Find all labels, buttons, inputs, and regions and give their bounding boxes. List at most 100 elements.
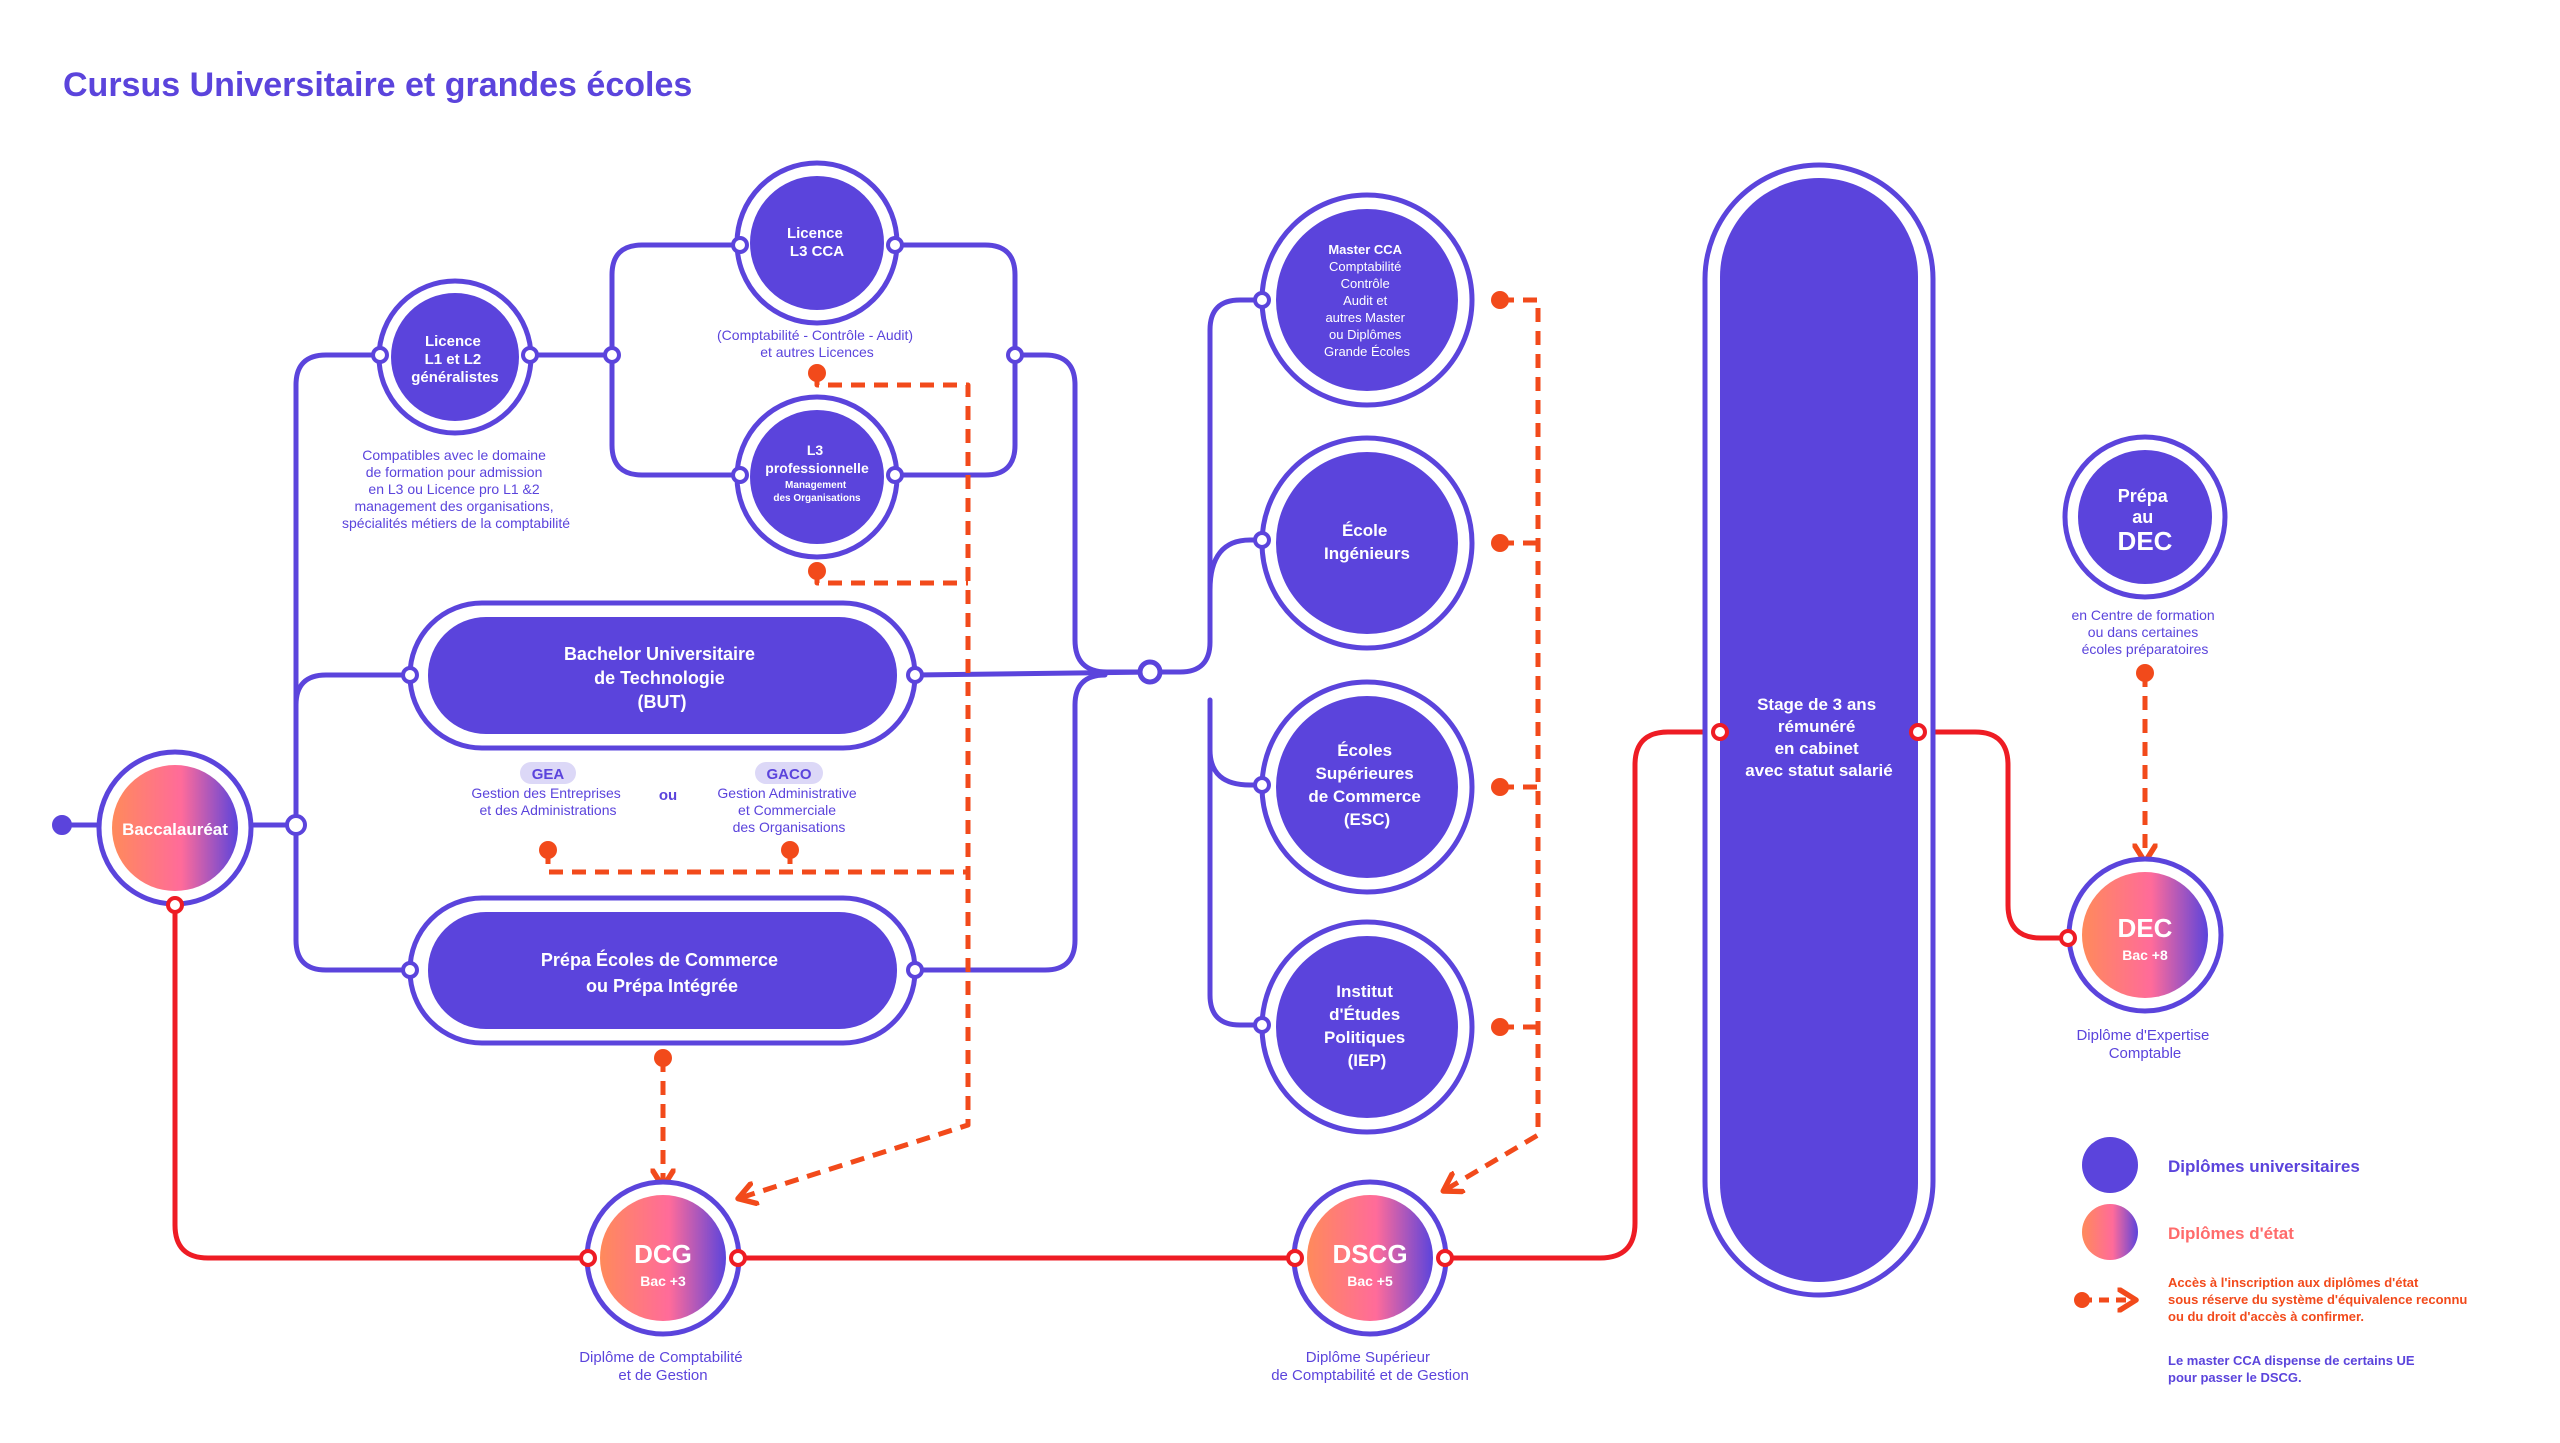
node-licence-l1-l2-line3: généralistes (411, 369, 499, 386)
caption-dec: Diplôme d'Expertise Comptable (2076, 1027, 2213, 1062)
node-master-line1: Master CCA (1328, 242, 1402, 257)
l3pro-out (892, 352, 1018, 478)
node-dec[interactable]: DEC Bac +8 (2066, 856, 2224, 1014)
node-stage-line1: Stage de 3 ans (1757, 695, 1876, 714)
node-dcg-level: Bac +3 (640, 1273, 686, 1289)
dot-prepadec (2136, 664, 2154, 682)
dot-l3pro (808, 562, 826, 580)
svg-text:Prépa au DEC: Prépa au DEC (2118, 486, 2173, 556)
licence-to-hub (1012, 352, 1153, 675)
node-master-cca[interactable]: Master CCA Comptabilité Contrôle Audit e… (1259, 192, 1475, 408)
legend-universitaires-label: Diplômes universitaires (2168, 1157, 2360, 1176)
node-bac-label: Baccalauréat (122, 820, 228, 839)
licence-lower-branch (609, 352, 743, 478)
node-esc-line4: (ESC) (1344, 810, 1390, 829)
node-dcg-name: DCG (634, 1239, 692, 1269)
node-but-line3: (BUT) (638, 692, 687, 712)
node-licence-l3-cca[interactable]: Licence L3 CCA (734, 160, 900, 326)
dot-gea (539, 841, 557, 859)
svg-text:L3 professionnelle: L3 professionnelle (765, 442, 869, 476)
node-dcg[interactable]: DCG Bac +3 (584, 1179, 742, 1337)
port-ingenieurs (1253, 531, 1271, 549)
port-dec-left (2059, 929, 2077, 947)
port-licence-left (371, 346, 389, 364)
dot-esc (1491, 778, 1509, 796)
node-master-line6: ou Diplômes (1329, 327, 1402, 342)
node-master-line3: Contrôle (1341, 276, 1390, 291)
node-prepa-line2: ou Prépa Intégrée (586, 976, 738, 996)
node-but[interactable]: Bachelor Universitaire de Technologie (B… (407, 600, 918, 751)
legend: Diplômes universitaires Diplômes d'état … (2074, 1137, 2471, 1385)
port-bac-left (52, 815, 72, 835)
node-prepa-line1: Prépa Écoles de Commerce (541, 949, 778, 970)
node-master-line2: Comptabilité (1329, 259, 1401, 274)
node-iep-line1: Institut (1336, 982, 1393, 1001)
caption-licence-l3-cca: (Comptabilité - Contrôle - Audit) et aut… (717, 327, 917, 360)
node-licence-l1-l2[interactable]: Licence L1 et L2 généralistes (376, 278, 534, 436)
node-dscg[interactable]: DSCG Bac +5 (1291, 1179, 1449, 1337)
svg-text:Management des Organisat: Management des Organisations (773, 480, 861, 504)
node-master-line4: Audit et (1343, 293, 1387, 308)
node-prepa-dec-line2: au (2132, 507, 2153, 527)
prepa-to-hub (912, 672, 1108, 973)
state-diploma-path (172, 729, 2071, 1261)
svg-text:Bachelor Universitaire d: Bachelor Universitaire de Technologie (B… (564, 644, 760, 712)
caption-prepa-dec: en Centre de formation ou dans certaines… (2071, 607, 2218, 657)
university-connectors (59, 242, 1265, 1028)
legend-acces-text: Accès à l'inscription aux diplômes d'éta… (2168, 1275, 2471, 1324)
node-ecole-ingenieurs[interactable]: École Ingénieurs (1259, 435, 1475, 651)
node-iep[interactable]: Institut d'Études Politiques (IEP) (1259, 919, 1475, 1135)
port-split (603, 346, 621, 364)
port-iep (1253, 1016, 1271, 1034)
caption-ou: ou (659, 787, 677, 804)
node-prepa[interactable]: Prépa Écoles de Commerce ou Prépa Intégr… (407, 895, 918, 1046)
port-l3pro-left (731, 466, 749, 484)
port-licence-right (521, 346, 539, 364)
svg-text:Licence L1 et L2 g: Licence L1 et L2 généralistes (411, 333, 499, 386)
node-l3cca-line2: L3 CCA (790, 243, 844, 260)
node-prepa-dec-line3: DEC (2118, 526, 2173, 556)
dot-master (1491, 291, 1509, 309)
dot-l3cca (808, 364, 826, 382)
dot-ingenieurs (1491, 534, 1509, 552)
port-but-left (401, 666, 419, 684)
node-l3-professionnelle[interactable]: L3 professionnelle Management des Organi… (734, 394, 900, 560)
node-stage-line4: avec statut salarié (1745, 761, 1892, 780)
red-stage-to-dec (1915, 729, 2071, 941)
node-prepa-dec[interactable]: Prépa au DEC (2062, 434, 2228, 600)
port-bac-bottom (166, 896, 184, 914)
node-l3pro-line1: L3 (807, 442, 824, 458)
badge-gaco: GACO (755, 762, 823, 784)
port-prepa-right (906, 961, 924, 979)
node-esc-line2: Supérieures (1316, 764, 1414, 783)
node-esc[interactable]: Écoles Supérieures de Commerce (ESC) (1259, 679, 1475, 895)
node-baccalaureat[interactable]: Baccalauréat (96, 749, 254, 907)
port-prepa-left (401, 961, 419, 979)
dash-master-to-dscg (1445, 297, 1541, 1190)
licence-upper-branch (609, 242, 743, 358)
node-prepa-dec-line1: Prépa (2118, 486, 2169, 506)
badge-gea-label: GEA (532, 766, 565, 783)
dot-iep (1491, 1018, 1509, 1036)
caption-licence-l1-l2: Compatibles avec le domaine de formation… (342, 447, 570, 531)
port-stage-right (1909, 723, 1927, 741)
node-master-line7: Grande Écoles (1324, 344, 1410, 359)
port-l3cca-left (731, 236, 749, 254)
badge-gaco-label: GACO (767, 766, 812, 783)
node-ingenieurs-line2: Ingénieurs (1324, 544, 1410, 563)
dash-gea-to-trunk (545, 850, 968, 875)
hub-to-ingenieurs (1207, 537, 1265, 593)
node-stage-line2: rémunéré (1778, 717, 1855, 736)
port-stage-left (1711, 723, 1729, 741)
legend-universitaires-swatch (2082, 1137, 2138, 1193)
node-stage[interactable]: Stage de 3 ans rémunéré en cabinet avec … (1702, 162, 1936, 1298)
node-licence-l1-l2-line1: Licence (425, 333, 481, 350)
caption-dscg: Diplôme Supérieur de Comptabilité et de … (1271, 1349, 1469, 1384)
svg-text:Master CCA Comptabilité: Master CCA Comptabilité Contrôle Audit e… (1324, 242, 1410, 359)
access-arrow-dots (539, 291, 2154, 1067)
caption-gaco: Gestion Administrative et Commerciale de… (717, 785, 860, 835)
dot-prepa (654, 1049, 672, 1067)
svg-text:Écoles Supérieures: Écoles Supérieures de Commerce (ESC) (1308, 741, 1425, 829)
badge-gea: GEA (520, 762, 576, 784)
